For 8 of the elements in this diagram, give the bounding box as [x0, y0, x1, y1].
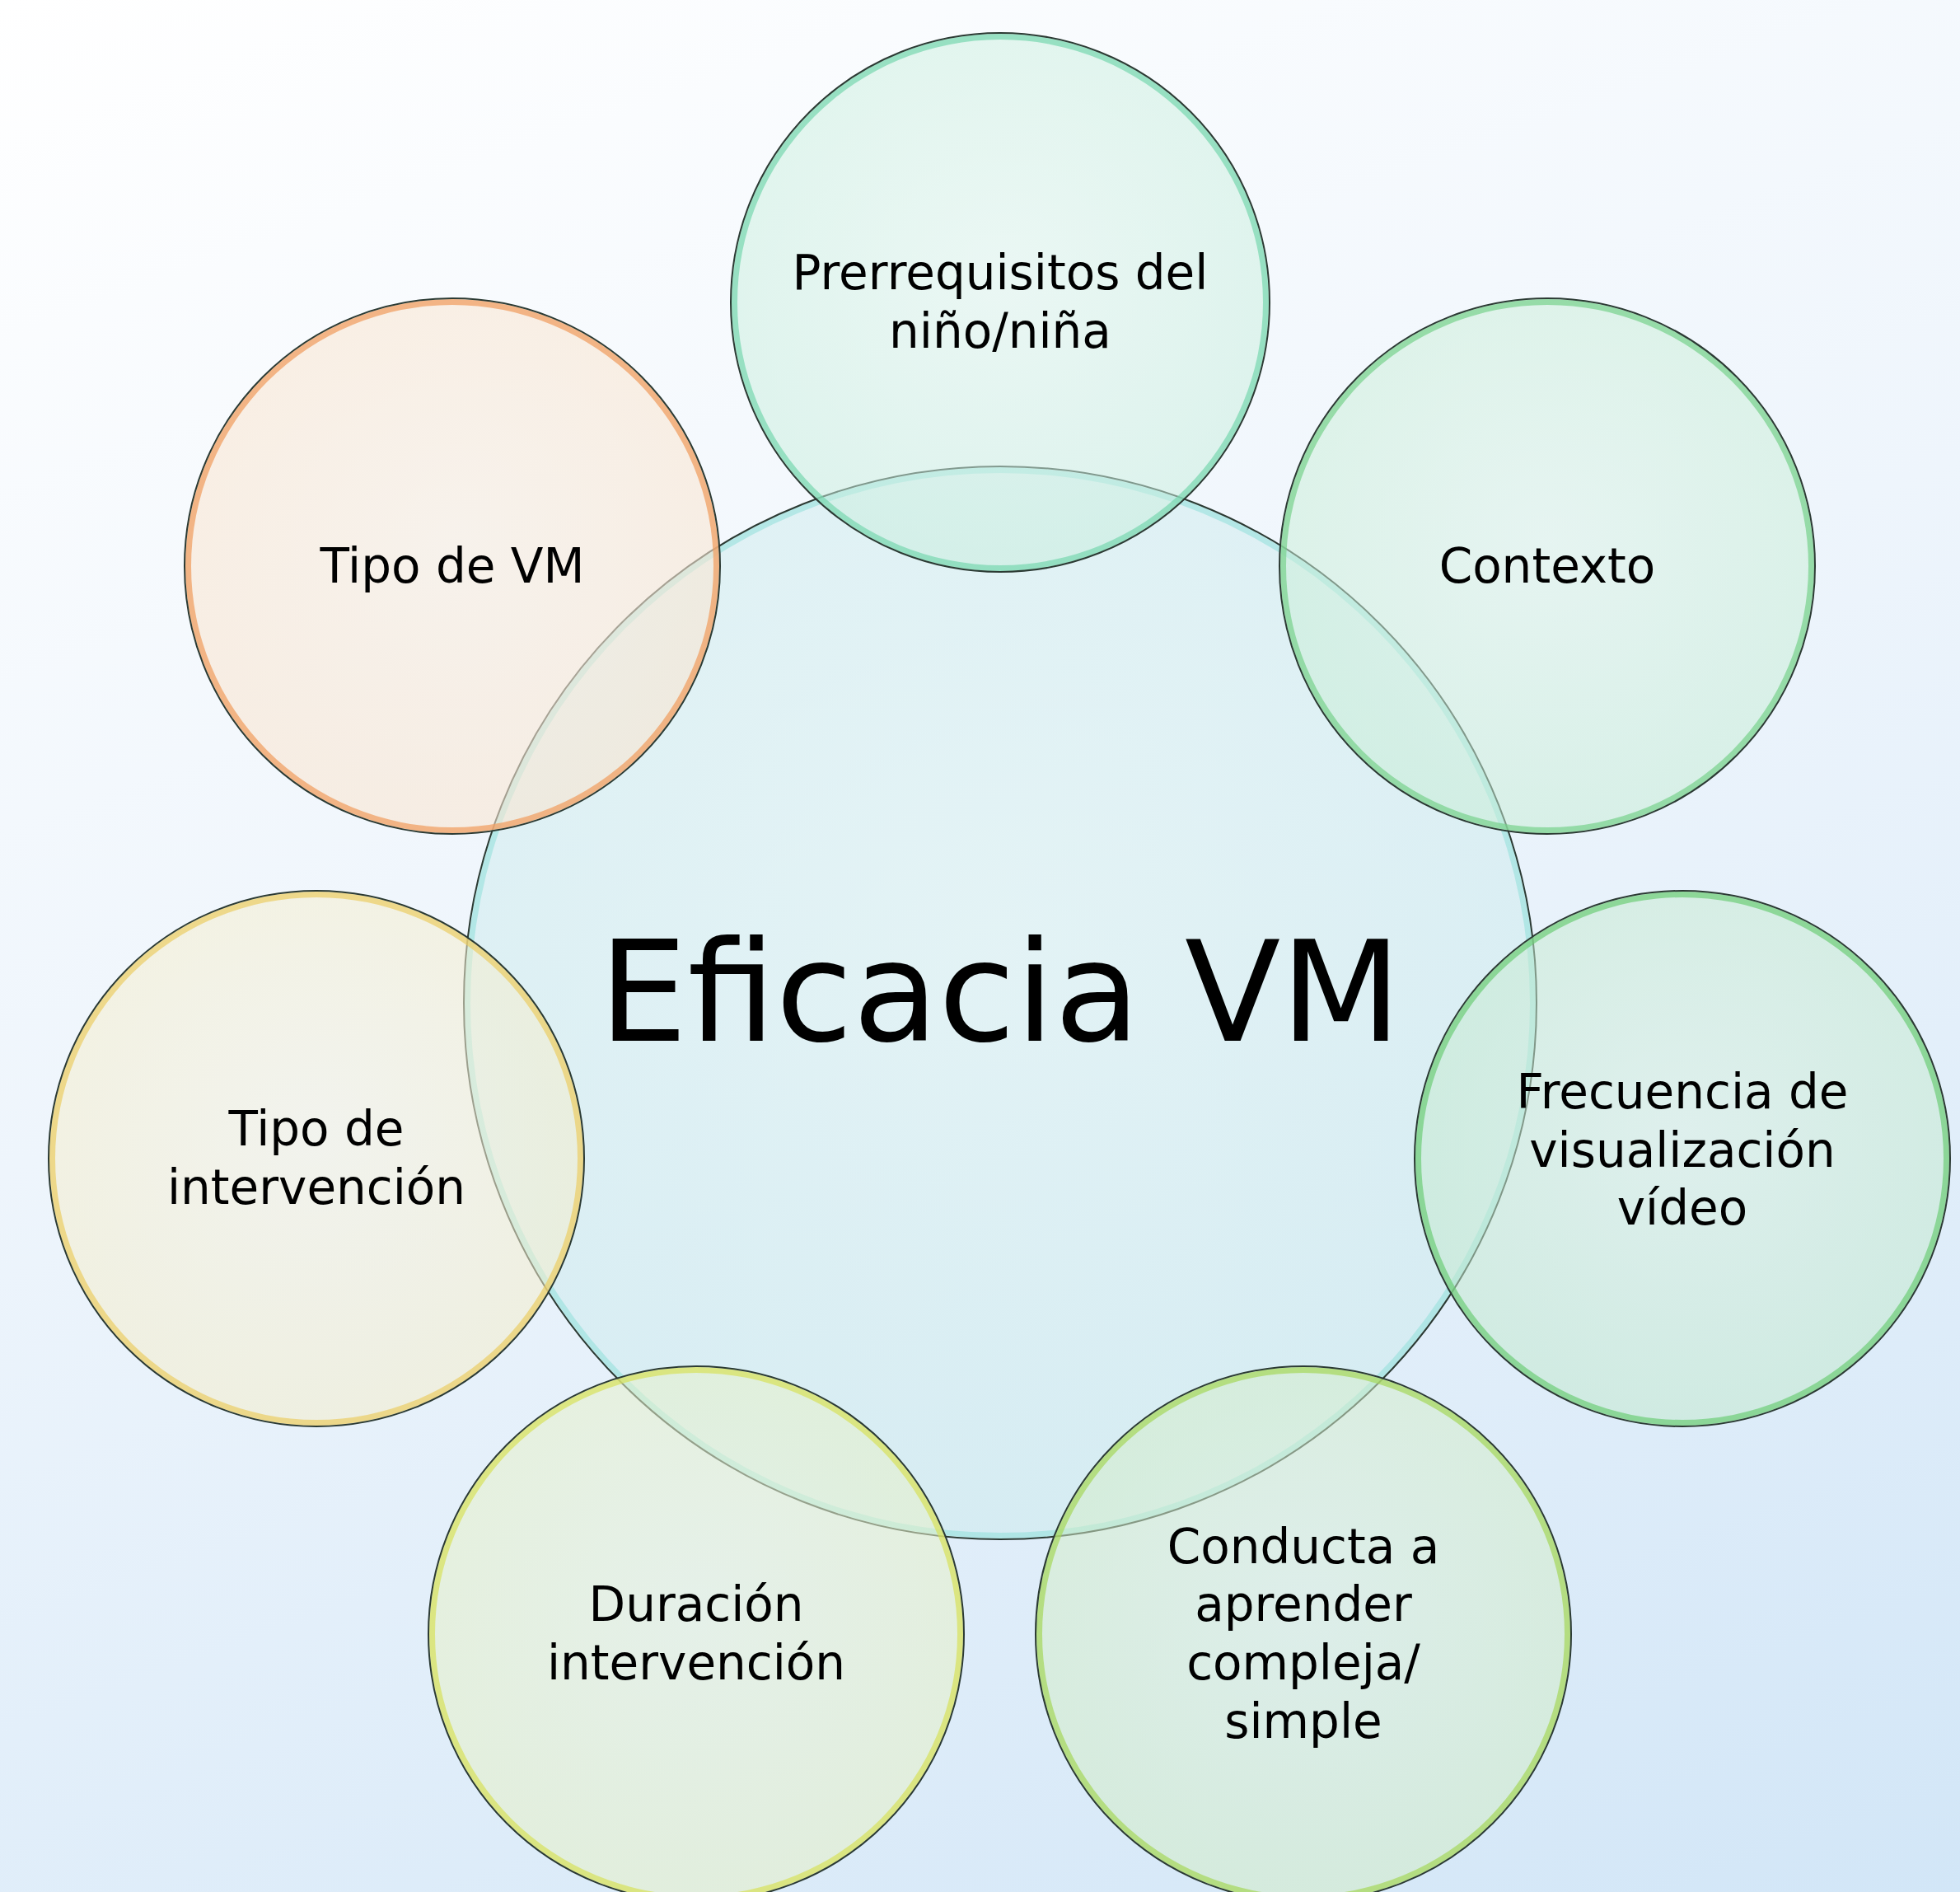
- factor-label: Conducta a aprender compleja/ simple: [1166, 1517, 1441, 1751]
- factor-label: Frecuencia de visualización vídeo: [1515, 1062, 1850, 1239]
- factor-label: Prerrequisitos del niño/niña: [791, 244, 1209, 361]
- central-title: Eficacia VM: [598, 910, 1402, 1076]
- factor-label: Tipo de VM: [319, 536, 586, 596]
- factor-label: Contexto: [1438, 536, 1657, 596]
- factor-label: Tipo de intervención: [166, 1100, 467, 1217]
- factor-label: Duración intervención: [545, 1576, 847, 1693]
